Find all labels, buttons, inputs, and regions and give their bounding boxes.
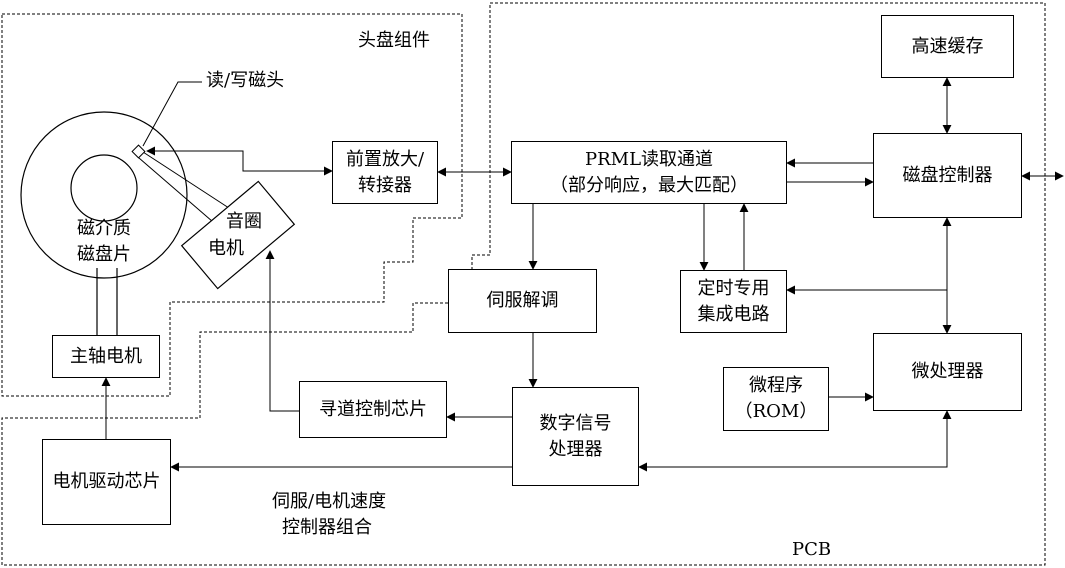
voice-coil-motor-box: [180, 180, 296, 290]
head-assembly-outline: [1, 13, 463, 397]
disk-hub: [70, 154, 138, 222]
preamp-label-line1: 前置放大/: [345, 148, 425, 170]
dsp-label-line2: 处理器: [548, 438, 603, 460]
disk-label-line1: 磁介质: [77, 218, 131, 239]
pcb-outline: [1, 2, 1046, 566]
servo-group-label-line1: 伺服/电机速度: [272, 491, 387, 512]
seek-control-label: 寻道控制芯片: [319, 398, 427, 420]
seek-control-block: 寻道控制芯片: [299, 381, 447, 438]
microprocessor-block: 微处理器: [873, 333, 1022, 411]
preamp-label-line2: 转接器: [358, 174, 412, 196]
microprogram-rom-block: 微程序 （ROM）: [723, 367, 829, 431]
servo-group-label-line2: 控制器组合: [282, 517, 372, 538]
servo-demod-block: 伺服解调: [448, 269, 597, 333]
cache-block-label: 高速缓存: [911, 35, 984, 57]
rw-head-leader: [142, 81, 202, 147]
voice-coil-label-line1: 音圈: [226, 211, 262, 232]
microprogram-label-line2: （ROM）: [734, 401, 818, 422]
pcb-label: PCB: [792, 539, 832, 560]
prml-label-line2: （部分响应，最大匹配）: [550, 174, 748, 196]
prml-label-line1: PRML读取通道: [584, 148, 714, 170]
cache-block: 高速缓存: [881, 15, 1014, 78]
preamp-block: 前置放大/ 转接器: [332, 141, 438, 204]
head-assembly-label: 头盘组件: [358, 30, 430, 51]
servo-demod-label: 伺服解调: [486, 290, 559, 311]
timing-label-line1: 定时专用: [697, 277, 770, 299]
motor-driver-label: 电机驱动芯片: [52, 471, 161, 492]
rw-head-icon: [131, 144, 146, 159]
timing-label-line2: 集成电路: [697, 303, 770, 325]
rw-head-label: 读/写磁头: [206, 70, 285, 91]
prml-channel-block: PRML读取通道 （部分响应，最大匹配）: [511, 141, 787, 204]
voice-coil-label-line2: 电机: [208, 238, 244, 259]
spindle-motor-label: 主轴电机: [70, 345, 142, 367]
timing-ic-block: 定时专用 集成电路: [680, 270, 787, 333]
disk-controller-block: 磁盘控制器: [873, 133, 1022, 218]
dsp-label-line1: 数字信号: [539, 412, 612, 434]
dsp-block: 数字信号 处理器: [512, 387, 639, 486]
disk-controller-label: 磁盘控制器: [902, 164, 993, 186]
microprocessor-label: 微处理器: [911, 361, 984, 382]
disk-label-line2: 磁盘片: [77, 244, 131, 265]
microprogram-label-line1: 微程序: [749, 375, 803, 396]
spindle-motor-block: 主轴电机: [52, 335, 160, 378]
motor-driver-block: 电机驱动芯片: [42, 439, 171, 525]
